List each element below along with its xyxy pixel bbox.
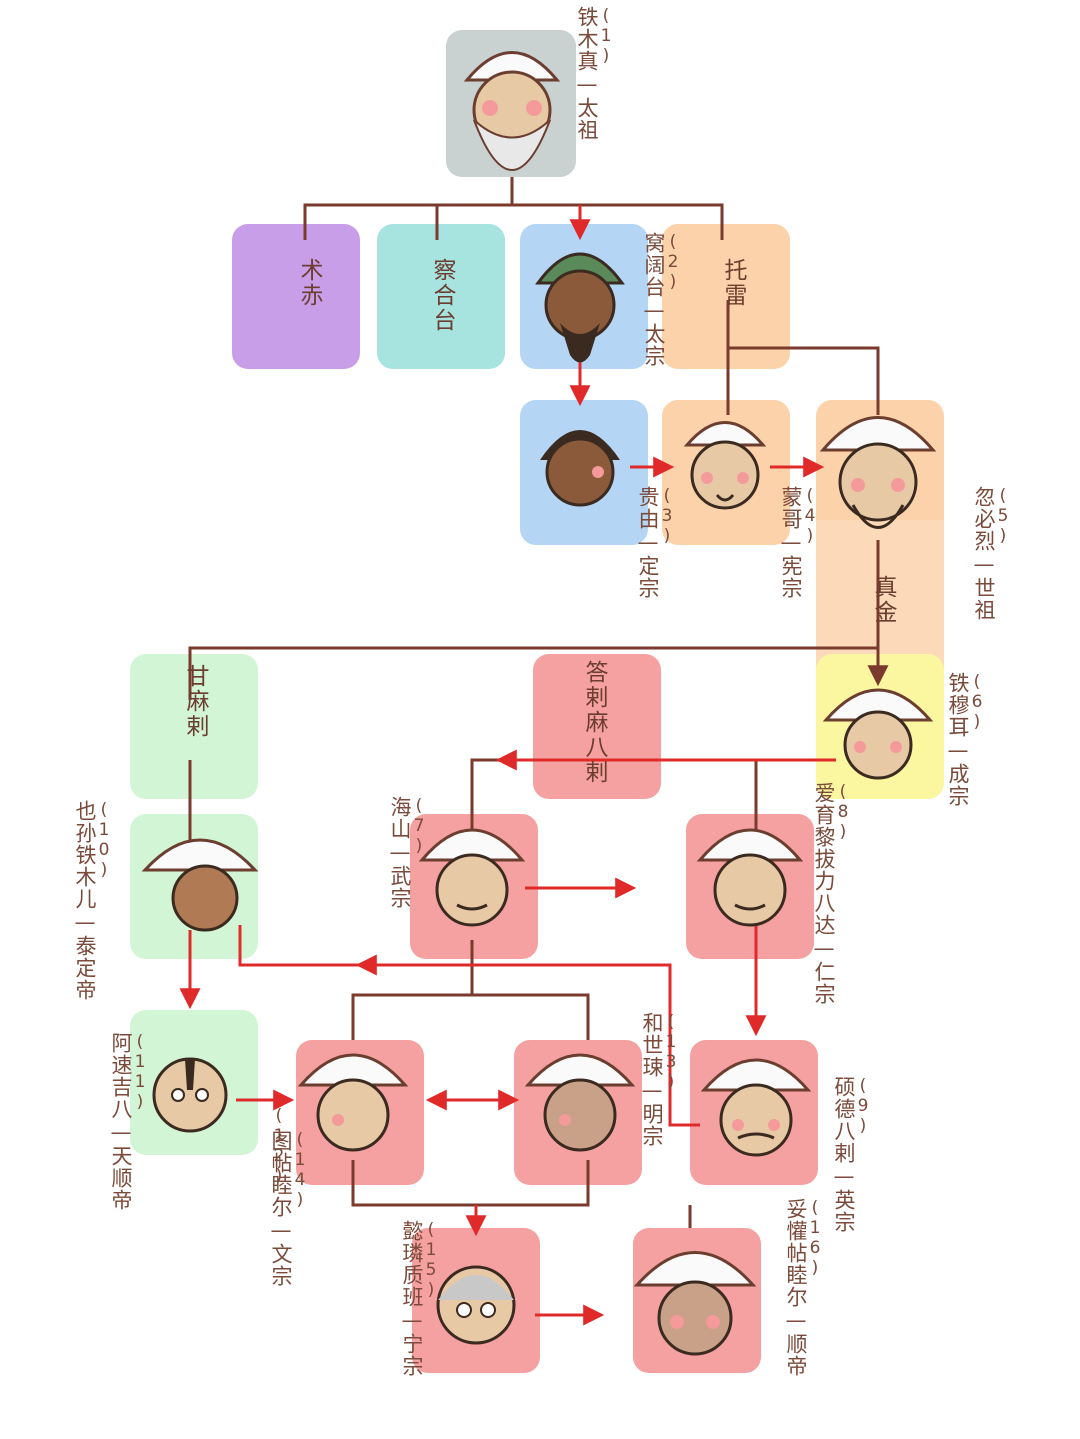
ruler-number: (2) bbox=[663, 232, 683, 292]
ruler-label-16: (16) 妥懽帖睦尔—顺帝 bbox=[784, 1198, 825, 1377]
portrait-toghon bbox=[633, 1251, 757, 1356]
ruler-number: (14) bbox=[290, 1130, 310, 1210]
ruler-name: 窝阔台—太宗 bbox=[642, 232, 666, 367]
ruler-number: (9) bbox=[853, 1076, 873, 1136]
label-zhenjin: 真金 bbox=[870, 575, 896, 625]
portrait-mongke bbox=[683, 421, 767, 510]
succession-arrows bbox=[179, 205, 889, 1326]
ruler-number: (7) bbox=[409, 796, 429, 856]
label-shuchi: 术赤 bbox=[296, 258, 322, 308]
ruler-name: 阿速吉八—天顺帝 bbox=[109, 1032, 133, 1211]
portrait-temujin bbox=[463, 51, 561, 171]
ruler-label-12: (12) bbox=[269, 1106, 289, 1186]
portrait-kusala bbox=[524, 1053, 636, 1152]
ruler-number: (15) bbox=[421, 1220, 441, 1300]
ruler-name: 和世㻋—明宗 bbox=[640, 1012, 664, 1147]
portrait-guyuk bbox=[540, 430, 620, 507]
ruler-number: (11) bbox=[130, 1032, 150, 1112]
label-dalamabala: 答剌麻八剌 bbox=[581, 660, 607, 785]
ruler-label-5: (5) 忽必烈—世祖 bbox=[972, 486, 1013, 621]
portrait-yesun bbox=[141, 838, 259, 932]
portrait-temur bbox=[822, 688, 934, 780]
ruler-label-4: (4) 蒙哥—宪宗 bbox=[779, 486, 820, 599]
box-ganmala bbox=[130, 654, 258, 799]
ruler-label-14: (14) 图帖睦尔—文宗 bbox=[269, 1130, 310, 1287]
ruler-number: (8) bbox=[833, 782, 853, 842]
ruler-number: (1) bbox=[596, 6, 616, 66]
portrait-rinchinbal bbox=[436, 1265, 516, 1345]
ruler-number: (13) bbox=[661, 1012, 681, 1092]
arrow-9-10 bbox=[238, 925, 700, 1127]
ruler-name: 爱育黎拔力八达—仁宗 bbox=[812, 782, 836, 1005]
portrait-tugh-temur bbox=[297, 1053, 409, 1152]
ruler-label-8: (8) 爱育黎拔力八达—仁宗 bbox=[812, 782, 853, 1005]
ruler-name: 忽必烈—世祖 bbox=[972, 486, 996, 621]
portrait-aragibag bbox=[152, 1057, 228, 1133]
label-chagatai: 察合台 bbox=[429, 258, 455, 333]
ruler-label-1: (1) 铁木真—太祖 bbox=[575, 6, 616, 141]
ruler-name: 铁木真—太祖 bbox=[575, 6, 599, 141]
ruler-label-10: (10) 也孙铁木儿—泰定帝 bbox=[73, 800, 114, 1001]
ruler-label-3: (3) 贵由—定宗 bbox=[636, 486, 677, 599]
ruler-label-13: (13) 和世㻋—明宗 bbox=[640, 1012, 681, 1147]
label-ganmala: 甘麻剌 bbox=[182, 664, 208, 739]
ruler-name: 贵由—定宗 bbox=[636, 486, 660, 599]
ruler-number: (16) bbox=[805, 1198, 825, 1278]
box-chagatai bbox=[377, 224, 505, 369]
portrait-ayurbarwada bbox=[696, 828, 804, 927]
ruler-label-6: (6) 铁穆耳—成宗 bbox=[946, 672, 987, 807]
ruler-name: 图帖睦尔—文宗 bbox=[269, 1130, 293, 1287]
ruler-name: 硕德八剌—英宗 bbox=[832, 1076, 856, 1233]
lineage-lines bbox=[188, 177, 880, 1228]
ruler-name: 妥懽帖睦尔—顺帝 bbox=[784, 1198, 808, 1377]
box-dalamabala bbox=[533, 654, 661, 799]
ruler-name: 铁穆耳—成宗 bbox=[946, 672, 970, 807]
box-shuchi bbox=[232, 224, 360, 369]
ruler-number: (3) bbox=[657, 486, 677, 546]
portrait-khaishan bbox=[418, 828, 526, 927]
portrait-shidebala bbox=[700, 1058, 812, 1157]
box-tolui bbox=[662, 224, 790, 369]
ruler-number: (5) bbox=[993, 486, 1013, 546]
ruler-label-9: (9) 硕德八剌—英宗 bbox=[832, 1076, 873, 1233]
box-zhenjin bbox=[816, 520, 944, 670]
ruler-name: 蒙哥—宪宗 bbox=[779, 486, 803, 599]
label-tolui: 托雷 bbox=[720, 258, 746, 308]
ruler-label-15: (15) 懿璘质班—宁宗 bbox=[400, 1220, 441, 1377]
ruler-name: 也孙铁木儿—泰定帝 bbox=[73, 800, 97, 1001]
ruler-number: (10) bbox=[94, 800, 114, 880]
portrait-ogedei bbox=[535, 252, 625, 363]
ruler-label-11: (11) 阿速吉八—天顺帝 bbox=[109, 1032, 150, 1211]
ruler-name: 海山—武宗 bbox=[388, 796, 412, 909]
ruler-label-2: (2) 窝阔台—太宗 bbox=[642, 232, 683, 367]
ruler-number: (12) bbox=[269, 1106, 289, 1186]
ruler-name: 懿璘质班—宁宗 bbox=[400, 1220, 424, 1377]
ruler-label-7: (7) 海山—武宗 bbox=[388, 796, 429, 909]
portraits bbox=[141, 51, 937, 1356]
ruler-number: (4) bbox=[800, 486, 820, 546]
ruler-number: (6) bbox=[967, 672, 987, 732]
portrait-kublai bbox=[819, 416, 937, 529]
